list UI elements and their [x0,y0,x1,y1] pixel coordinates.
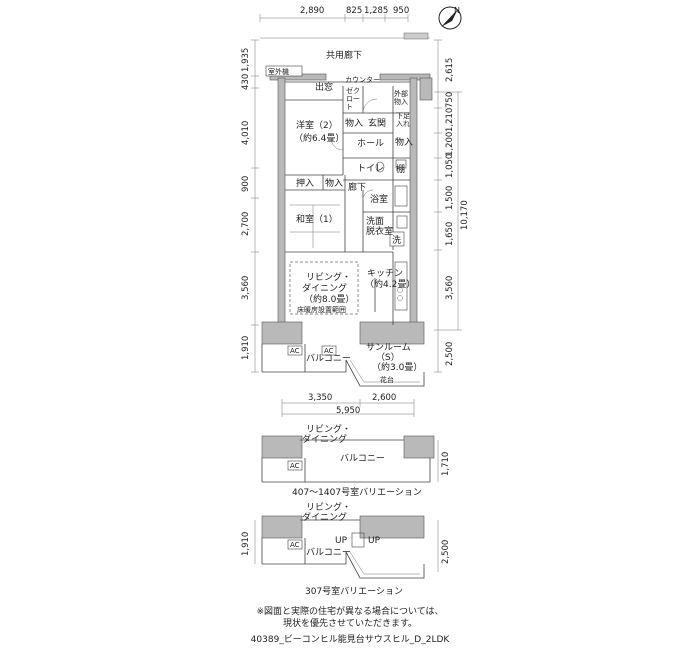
kitchen-label: キッチン [367,268,403,279]
unit-walls [261,73,433,345]
western-room-size: （約6.4畳） [294,132,344,144]
right-dim-8: 3,560 [445,276,455,300]
right-dim-9: 2,500 [445,342,455,366]
right-dim-1: 2,615 [445,58,455,82]
v2-living-label: リビング・ [306,501,351,513]
right-dim-5: 1,050 [445,154,455,178]
right-dim-4: 1,200 [445,132,455,156]
bath-label: 浴室 [370,193,388,205]
variation-307: AC リビング・ ダイニング UP UP バルコニー 1,910 2,500 3… [241,501,451,597]
v1-dining-label: ダイニング [302,433,347,445]
kitchen-size: （約4.2畳） [365,278,415,290]
entry-zone: 室外機 カウンター 出窓 [265,65,410,93]
right-dimension-line: 2,615 750 1,210 1,200 1,050 1,500 1,650 … [434,39,470,373]
hall-label: ホール [357,138,384,149]
v1-caption: 407～1407号室バリエーション [292,486,422,498]
north-arrow-icon: N [438,6,462,30]
ac-label-1: AC [290,347,300,355]
outdoor-unit-label: 室外機 [268,67,289,76]
left-dim-2: 430 [241,74,251,90]
storage3-label: 物入 [325,177,343,189]
corridor-room-label: 廊下 [348,181,366,193]
western-room-label: 洋室（2） [296,119,338,131]
washroom-label: 洗面脱衣室 [366,215,393,237]
toilet-label: トイレ [357,164,384,174]
right-dim-6: 1,500 [445,186,455,210]
sunroom-label: サンルーム [366,342,411,353]
top-dim-1: 2,890 [300,6,324,16]
top-dim-4: 950 [393,6,409,16]
top-dimension-line: 2,890 825 1,285 950 [259,6,409,22]
balcony-zone: AC AC バルコニー サンルーム （S） （約3.0畳） 花台 [261,342,425,387]
dining-label: ダイニング [302,282,347,294]
v2-dining-label: ダイニング [302,511,347,523]
v2-up-2: UP [368,536,381,546]
bottom-dim-1: 3,350 [308,393,332,403]
variation-407-1407: AC リビング・ ダイニング バルコニー 1,710 407～1407号室バリエ… [261,423,451,498]
bottom-dimension-line: 3,350 2,600 5,950 [281,393,415,417]
bottom-dim-2: 2,600 [372,393,396,403]
left-dim-4: 900 [241,176,251,192]
plan-footer: 40389_ビーコンヒル能見台サウスヒル_D_2LDK [250,635,450,645]
oshiire-label: 押入 [296,177,314,189]
outer-storage-label: 外部物入 [394,89,408,106]
v1-balcony-label: バルコニー [340,453,385,464]
v2-caption: 307号室バリエーション [305,585,403,597]
shoe-box-label: 下足入れ [396,112,410,128]
right-dim-total: 10,170 [460,200,470,230]
right-dim-3: 1,210 [445,108,455,132]
japanese-room-label: 和室（1） [296,213,338,225]
v2-balcony-label: バルコニー [306,547,351,558]
storage2-label: 物入 [395,136,413,148]
living-size: （約8.0畳） [304,293,354,305]
sunroom-size: （約3.0畳） [372,361,422,373]
top-dim-2: 825 [346,6,362,16]
partitions [285,86,410,325]
left-dim-7: 1,910 [241,336,251,360]
planter-label: 花台 [380,375,394,384]
left-dimension-line: 1,935 430 4,010 900 2,700 3,560 1,910 [241,39,259,373]
closet-label: ゼクロート [346,86,360,111]
storage1-label: 物入 [345,117,363,129]
left-dim-3: 4,010 [241,121,251,145]
counter-label: カウンター [345,75,380,84]
left-dim-5: 2,700 [241,212,251,236]
right-dim-2: 750 [445,92,455,108]
top-dim-3: 1,285 [364,6,388,16]
sunroom-s-label: （S） [376,352,400,363]
common-corridor: 共用廊下 [260,32,430,61]
note-line-1: ※図面と実際の住宅が異なる場合については、 [256,607,444,617]
bottom-dim-total: 5,950 [336,406,360,416]
corridor-label: 共用廊下 [326,49,362,61]
washer-label: 洗 [392,234,401,246]
v1-dim: 1,710 [441,452,451,476]
bay-window-label: 出窓 [315,81,333,93]
v2-up-1: UP [335,536,348,546]
right-dim-7: 1,650 [445,222,455,246]
left-dim-1: 1,935 [241,48,251,72]
v2-dim-right: 2,500 [441,540,451,564]
svg-text:N: N [454,6,460,15]
floor-heating-label: 床暖房設置範囲 [297,305,346,314]
shelf-label: 棚 [396,163,405,175]
v1-ac-label: AC [290,462,300,470]
left-dim-6: 3,560 [241,276,251,300]
ac-label-2: AC [324,347,334,355]
entrance-label: 玄関 [368,117,386,129]
v1-living-label: リビング・ [306,423,351,435]
v2-dim-left: 1,910 [241,532,251,556]
note-line-2: 現状を優先させていただきます。 [282,619,418,629]
living-label: リビング・ [306,271,351,283]
balcony-label: バルコニー [306,353,351,364]
room-labels: ゼクロート 外部物入 物入 玄関 下足入れ 洋室（2） （約6.4畳） ホール … [294,86,415,314]
v2-ac-label: AC [290,541,300,549]
